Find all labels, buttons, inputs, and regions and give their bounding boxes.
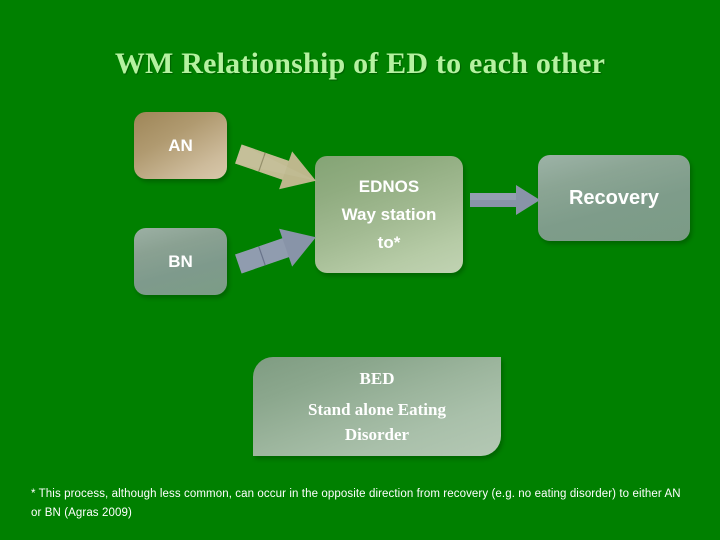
node-recovery[interactable]: Recovery (538, 155, 690, 241)
node-ednos[interactable]: EDNOS Way station to* (315, 156, 463, 273)
node-an[interactable]: AN (134, 112, 227, 179)
node-ednos-line3: to* (377, 232, 401, 252)
node-recovery-label: Recovery (568, 186, 660, 209)
page-title: WM Relationship of ED to each other (114, 47, 606, 80)
node-bn-label: BN (168, 251, 193, 271)
arrow-ednos-to-recovery-icon (470, 185, 540, 215)
arrow-an-to-ednos-icon: #d6d2b0 (235, 144, 316, 190)
arrow-bn-to-ednos-icon (235, 228, 316, 274)
footnote-text: * This process, although less common, ca… (31, 488, 681, 519)
node-bn[interactable]: BN (134, 228, 227, 295)
node-an-label: AN (168, 135, 193, 155)
node-ednos-line1: EDNOS (358, 176, 420, 196)
node-bed-line3: Disorder (344, 425, 410, 444)
node-bed[interactable]: BED Stand alone Eating Disorder (253, 357, 501, 456)
node-bed-line2: Stand alone Eating (308, 400, 446, 419)
node-ednos-line2: Way station (341, 204, 437, 224)
node-bed-line1: BED (359, 369, 395, 388)
